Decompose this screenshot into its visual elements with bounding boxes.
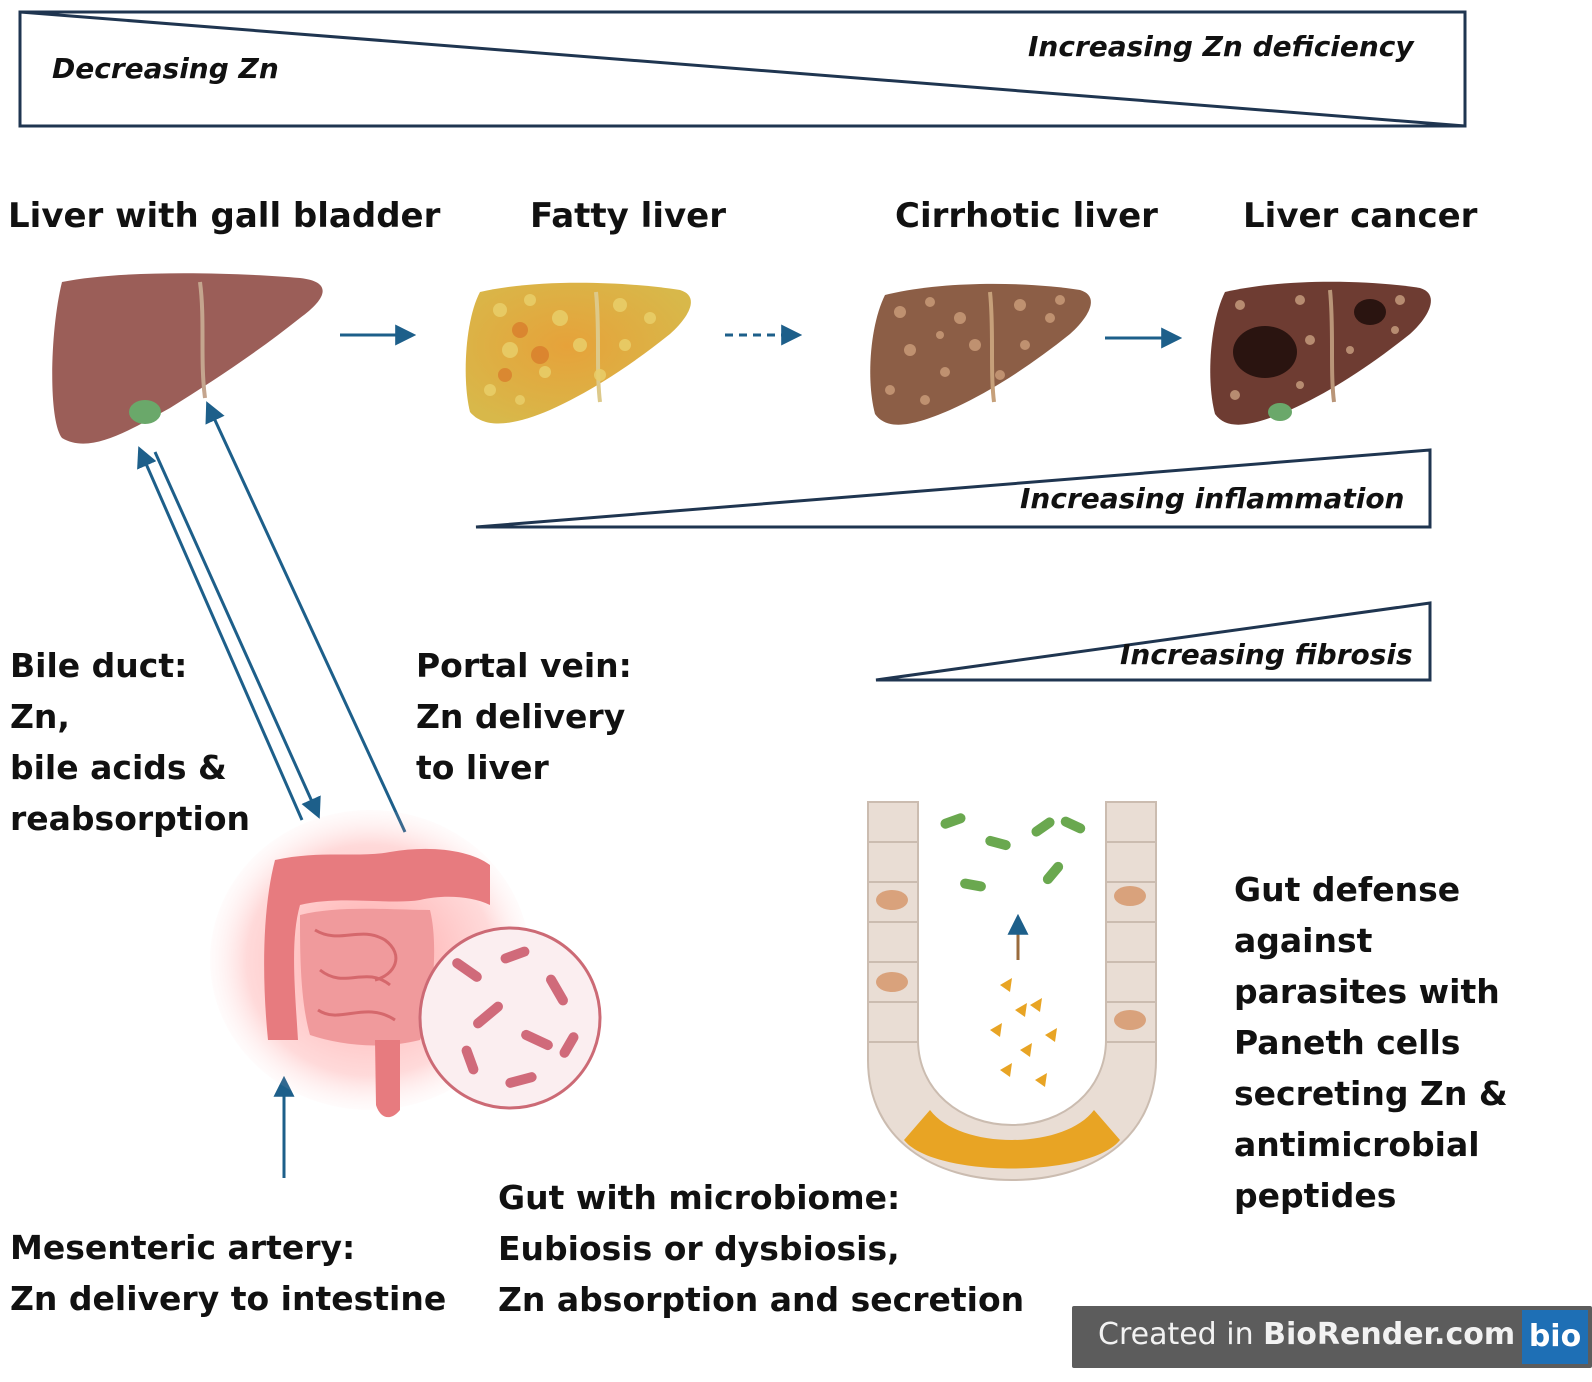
biorender-logo: bio [1522,1310,1588,1364]
decreasing-zn-label: Decreasing Zn [52,52,279,85]
gut-microbiome-label: Gut with microbiome: Eubiosis or dysbios… [498,1178,1025,1319]
microbiome-zoom-circle [418,926,602,1110]
stage-title-normal: Liver with gall bladder [8,196,441,236]
badge-text: Created in BioRender.com [1098,1317,1516,1352]
bile-duct-arrow-down [153,451,321,819]
inflammation-wedge [475,448,1432,529]
gut-defense-label: Gut defense against parasites with Panet… [1234,870,1508,1215]
bile-duct-label: Bile duct: Zn, bile acids & reabsorption [10,646,251,838]
stage-title-cirrhotic: Cirrhotic liver [895,196,1158,236]
cirrhotic-liver-illustration [870,283,1091,425]
fibrosis-label: Increasing fibrosis [1120,638,1413,671]
zn-deficiency-label: Increasing Zn deficiency [1028,30,1414,63]
inflammation-label: Increasing inflammation [1020,482,1405,515]
portal-vein-arrow [205,401,407,833]
zn-wedge-diagonal [19,10,1466,128]
portal-vein-label: Portal vein: Zn delivery to liver [416,646,632,787]
stage-title-fatty: Fatty liver [530,196,726,236]
fatty-liver-illustration [465,282,691,424]
biorender-badge: Created in BioRender.com bio [1072,1306,1592,1368]
normal-liver-illustration [52,273,323,444]
intestinal-crypt-illustration [867,801,1157,1182]
fibrosis-wedge [875,601,1432,682]
stage-title-cancer: Liver cancer [1243,196,1478,236]
mesenteric-artery-label: Mesenteric artery: Zn delivery to intest… [10,1228,447,1318]
bile-duct-arrow-up [137,446,304,821]
cancer-liver-illustration [1210,281,1431,425]
